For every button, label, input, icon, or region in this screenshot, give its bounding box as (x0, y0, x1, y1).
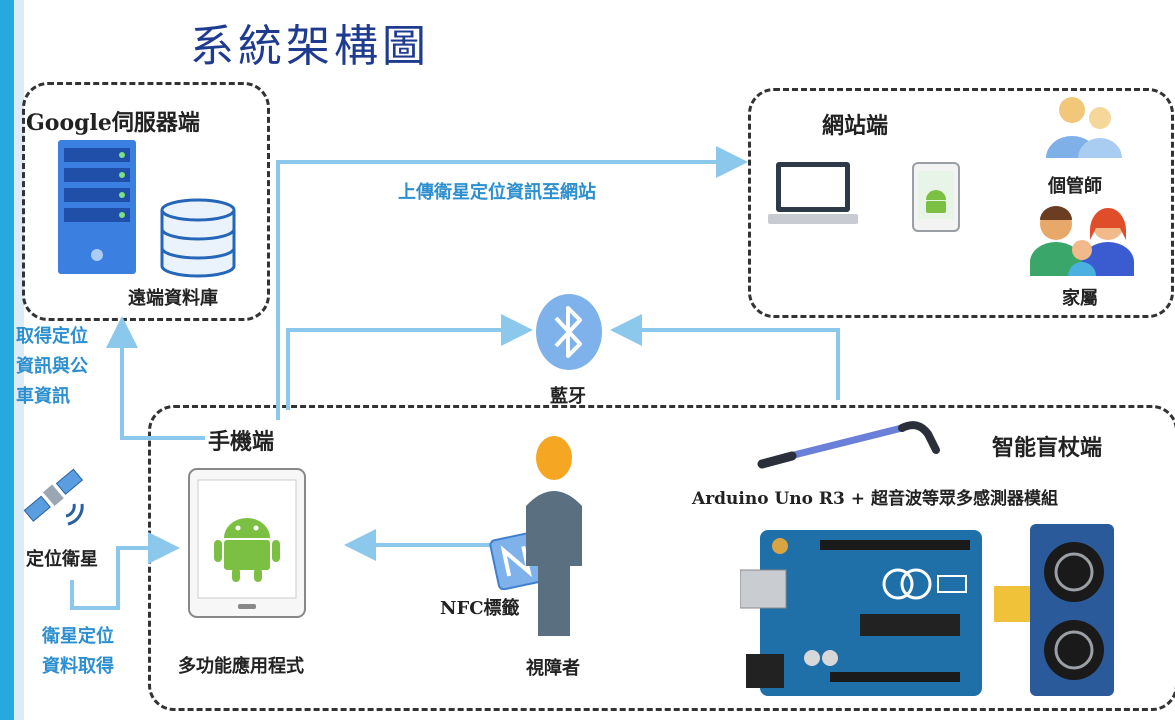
server-icon (58, 140, 136, 274)
website-label: 網站端 (822, 113, 889, 139)
satellite-data-label: 衛星定位 資料取得 (42, 626, 114, 677)
satellite-label: 定位衛星 (26, 549, 98, 570)
google-server-box (22, 82, 270, 321)
database-label: 遠端資料庫 (128, 288, 218, 309)
arduino-label: Arduino Uno R3 + 超音波等眾多感測器模組 (692, 489, 1058, 509)
nfc-label: NFC標籤 (440, 598, 520, 619)
database-icon (160, 198, 236, 278)
app-label: 多功能應用程式 (178, 656, 304, 677)
ultrasonic-sensor-icon (994, 524, 1114, 696)
upload-arrow (276, 146, 748, 420)
phone-label: 手機端 (208, 429, 275, 455)
upload-label: 上傳衛星定位資訊至網站 (398, 182, 596, 203)
caseworker-label: 個管師 (1048, 176, 1102, 197)
bluetooth-label: 藍牙 (550, 386, 586, 407)
satellite-arrow (70, 532, 180, 610)
satellite-icon (23, 468, 84, 526)
get-info-label: 取得定位 資訊與公 車資訊 (16, 326, 88, 407)
smart-cane-label: 智能盲杖端 (992, 435, 1103, 461)
family-label: 家屬 (1062, 288, 1098, 309)
diagram-title: 系統架構圖 (190, 21, 430, 72)
website-box (748, 88, 1174, 318)
bluetooth-icon (536, 294, 602, 370)
family-icon (1030, 206, 1134, 276)
left-accent-stripe (0, 0, 14, 720)
cane-icon (757, 421, 940, 469)
tablet-android-icon (912, 162, 960, 232)
visually-impaired-user-icon (526, 436, 582, 636)
phone-bluetooth-arrow (286, 314, 533, 410)
cane-bluetooth-arrow (610, 314, 840, 400)
arduino-board-icon (740, 530, 982, 696)
left-accent-shade (14, 0, 24, 720)
google-server-label: Google伺服器端 (26, 110, 200, 136)
laptop-icon (768, 162, 858, 224)
user-label: 視障者 (526, 658, 580, 679)
caseworker-icon (1046, 97, 1122, 158)
phone-android-icon (188, 468, 306, 618)
get-info-arrow (106, 316, 205, 440)
